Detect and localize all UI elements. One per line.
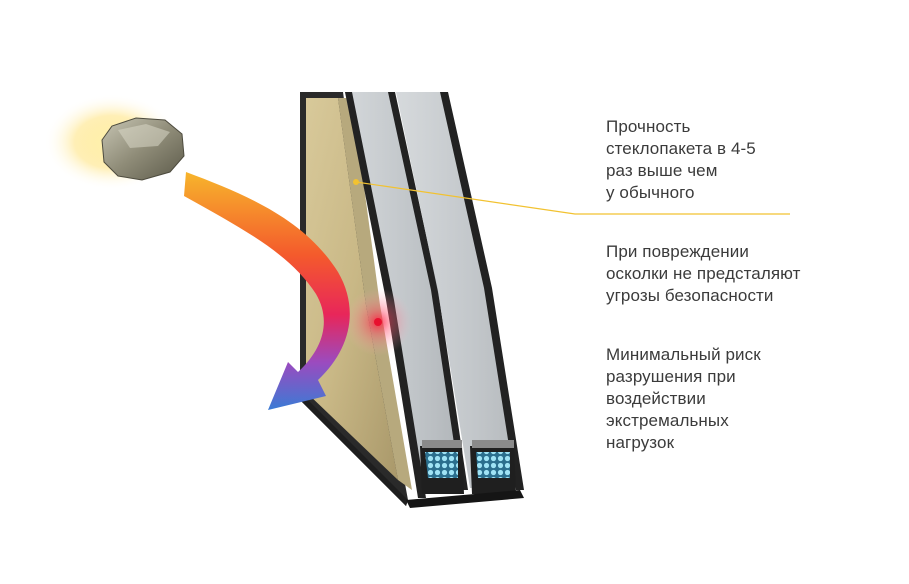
- callout-safety: При повреждении осколки не предсталяют у…: [606, 241, 886, 307]
- callout-line: При повреждении: [606, 242, 749, 261]
- callout-line: угрозы безопасности: [606, 286, 774, 305]
- impact-point: [374, 318, 382, 326]
- stone-icon: [44, 94, 185, 190]
- callout-leader-line: [355, 181, 790, 215]
- callout-line: разрушения при: [606, 367, 736, 386]
- callout-line: у обычного: [606, 183, 695, 202]
- callout-line: воздействии: [606, 389, 706, 408]
- spacer-right: [470, 440, 516, 494]
- impact-arrow-icon: [184, 172, 350, 410]
- callout-line: стеклопакета в 4-5: [606, 139, 756, 158]
- callout-line: Минимальный риск: [606, 345, 761, 364]
- callout-risk: Минимальный риск разрушения при воздейст…: [606, 344, 886, 454]
- callout-line: осколки не предсталяют: [606, 264, 801, 283]
- callout-strength: Прочность стеклопакета в 4-5 раз выше че…: [606, 116, 886, 204]
- callout-line: раз выше чем: [606, 161, 718, 180]
- callout-line: нагрузок: [606, 433, 675, 452]
- spacer-left: [420, 440, 464, 494]
- callout-line: Прочность: [606, 117, 691, 136]
- glass-unit-illustration: [300, 92, 524, 508]
- callout-line: экстремальных: [606, 411, 729, 430]
